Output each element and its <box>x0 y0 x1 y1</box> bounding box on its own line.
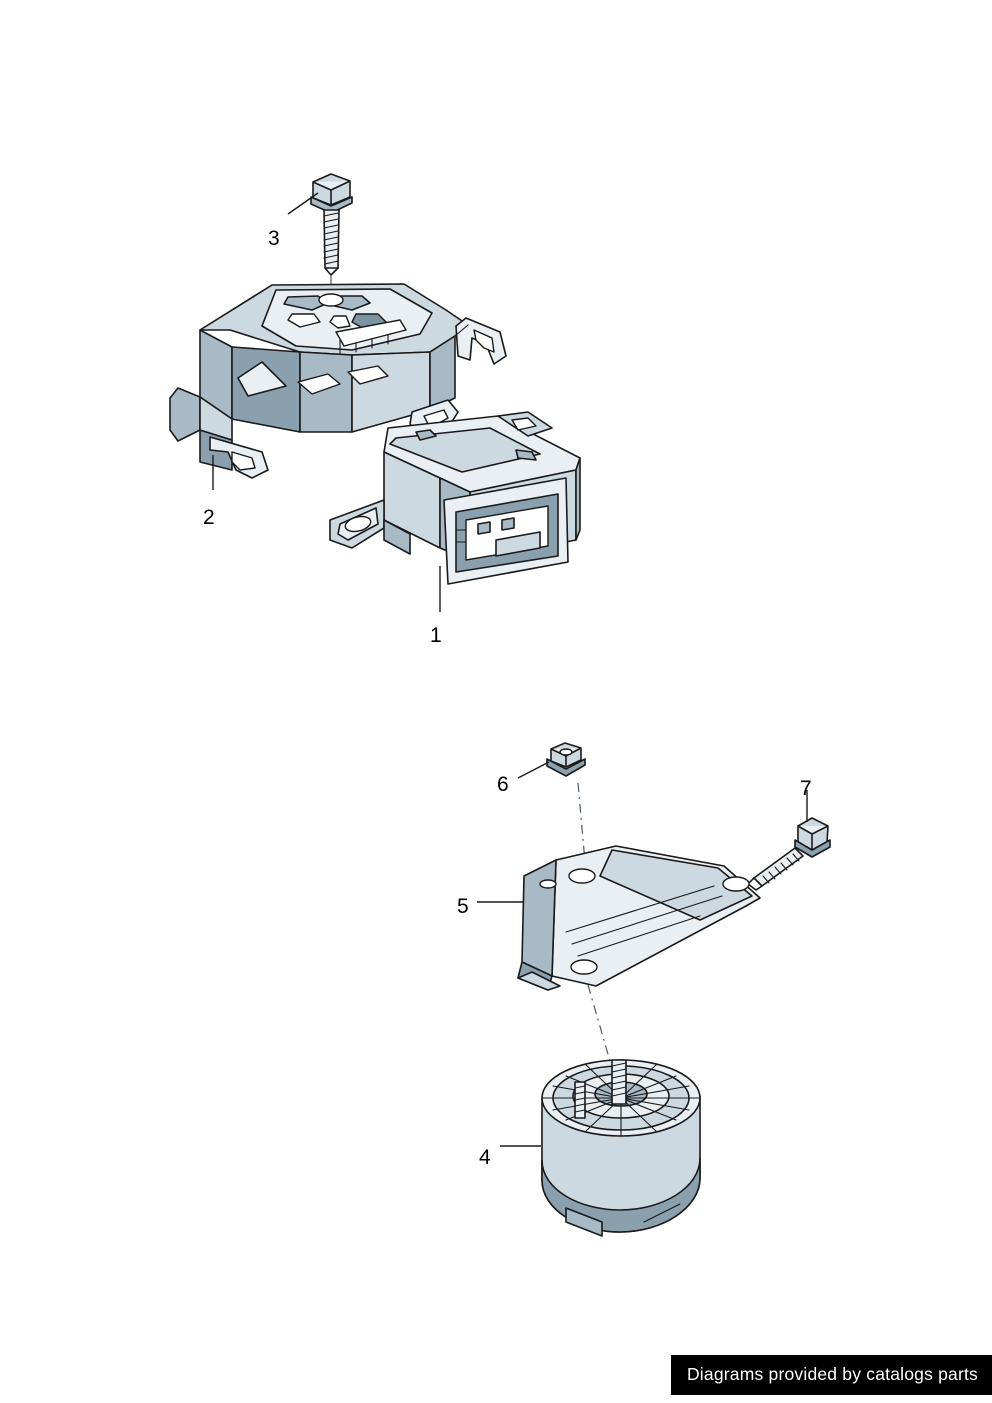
part-2-bracket <box>169 283 507 490</box>
callout-5: 5 <box>457 895 469 918</box>
part-5-plate <box>477 845 761 1069</box>
watermark-banner: Diagrams provided by catalogs parts <box>670 1355 992 1395</box>
callout-7: 7 <box>800 777 812 800</box>
part-3-bolt <box>287 173 353 320</box>
callout-3: 3 <box>268 227 280 250</box>
part-1-control-unit <box>329 411 581 612</box>
part-6-nut <box>517 742 586 863</box>
part-4-sensor <box>500 1059 701 1237</box>
callout-6: 6 <box>497 773 509 796</box>
callout-2: 2 <box>203 506 215 529</box>
callout-1: 1 <box>430 624 442 647</box>
part-7-bolt <box>747 790 831 891</box>
callout-4: 4 <box>479 1146 491 1169</box>
